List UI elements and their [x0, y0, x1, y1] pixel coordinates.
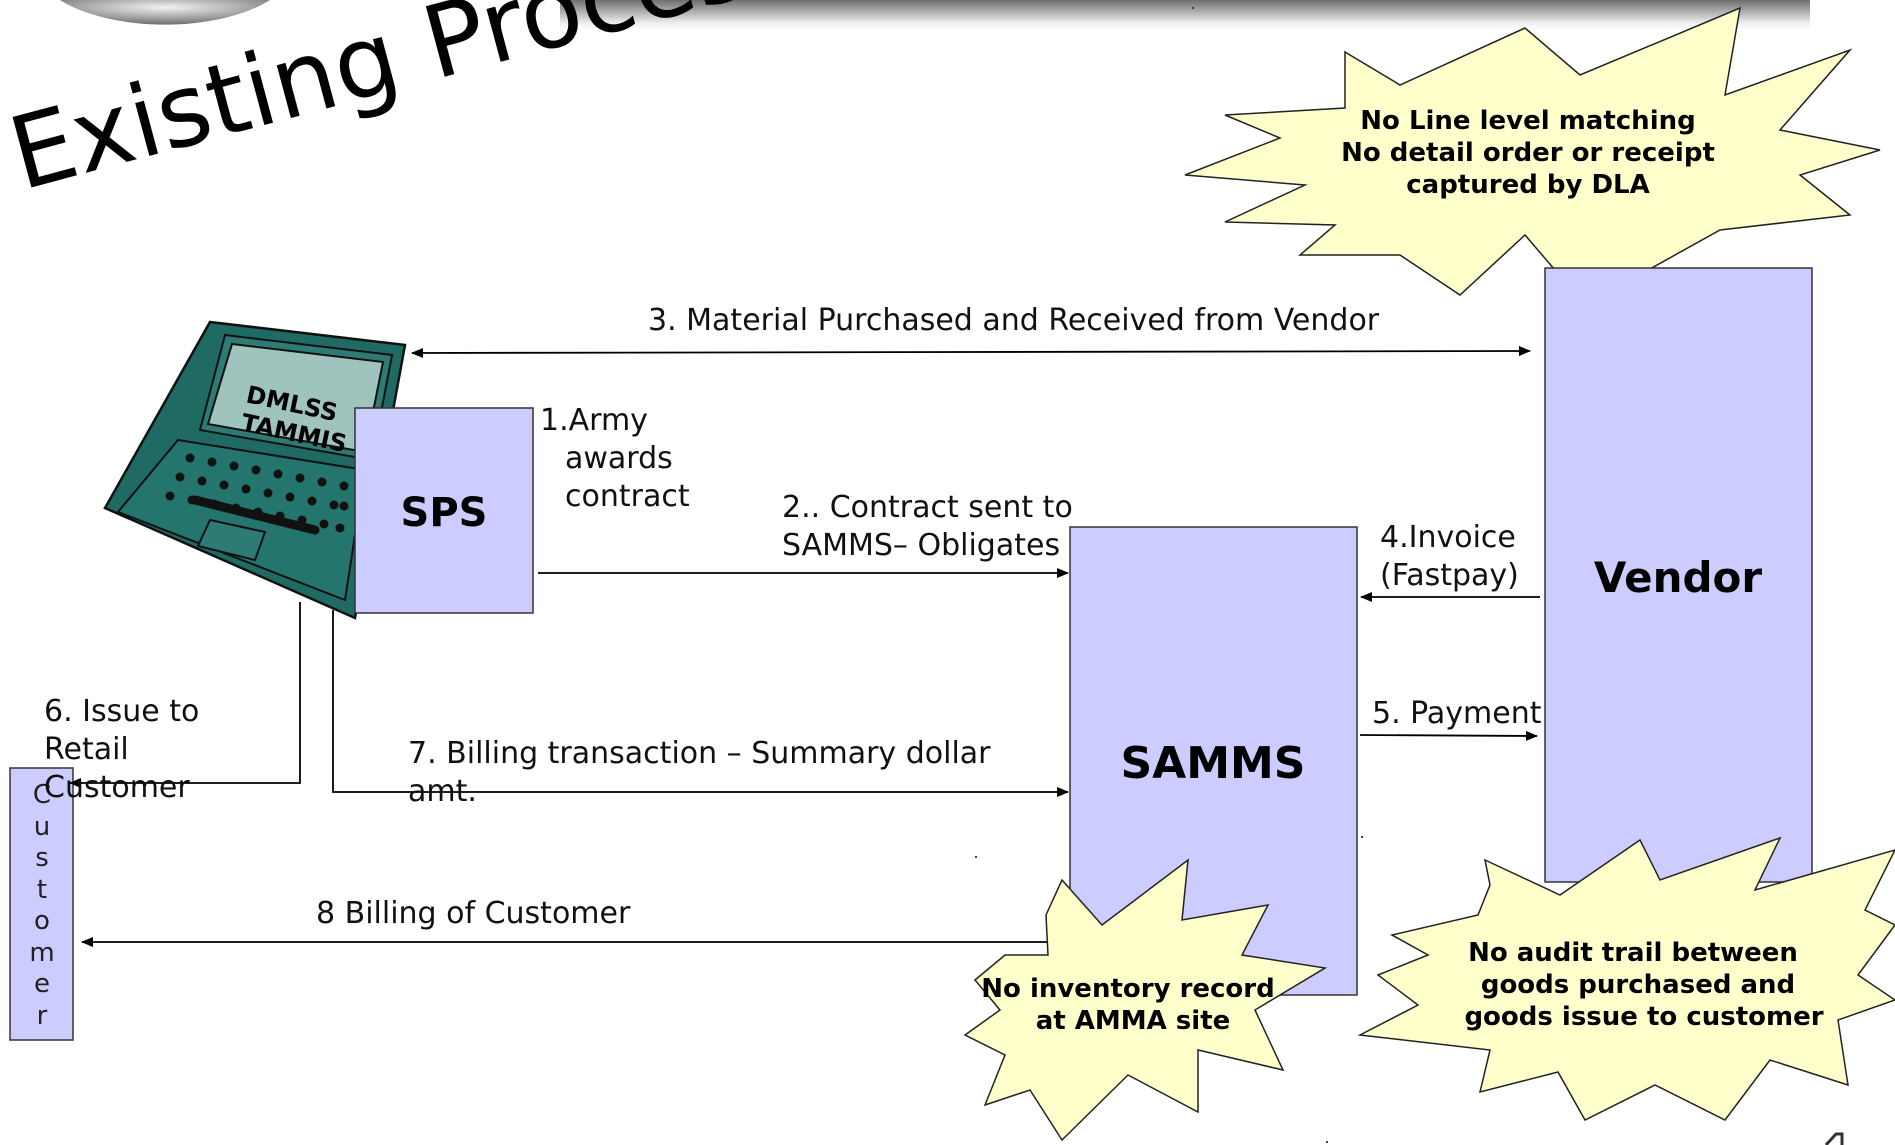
customer-letter: C	[33, 780, 51, 810]
sps-box: SPS	[354, 407, 534, 614]
step-6-label-line2: Retail	[44, 732, 129, 767]
note-line-1: No Line level matching	[1360, 106, 1695, 136]
burst-shape	[1357, 836, 1895, 1121]
customer-letter: t	[37, 875, 47, 905]
sps-label: SPS	[401, 490, 488, 536]
note-line-1: No audit trail between	[1468, 938, 1798, 968]
laptop-icon: DMLSS TAMMIS	[103, 320, 407, 620]
step-6-label-line3: Customer	[44, 770, 190, 805]
page-title: Existing Process	[0, 0, 808, 213]
customer-letter: u	[34, 812, 50, 842]
step-5-label: 5. Payment	[1372, 696, 1542, 731]
decorative-specks	[975, 7, 1844, 1145]
arrow-step-5	[1359, 730, 1538, 741]
step-2-label-line2: SAMMS– Obligates	[782, 528, 1060, 563]
step-2-label-line1: 2.. Contract sent to	[782, 490, 1073, 525]
note-line-3: goods issue to customer	[1464, 1002, 1823, 1032]
step-7-label-line1: 7. Billing transaction – Summary dollar	[408, 736, 991, 771]
step-4-label-line1: 4.Invoice	[1380, 520, 1516, 555]
note-line-2: No detail order or receipt	[1341, 138, 1715, 168]
samms-label: SAMMS	[1120, 738, 1305, 789]
step-7-label-line2: amt.	[408, 774, 477, 809]
burst-shape	[963, 858, 1328, 1142]
arrow-step-6	[69, 602, 301, 788]
note-inventory-record: No inventory record at AMMA site	[963, 858, 1328, 1142]
step-6-label-line1: 6. Issue to	[44, 694, 199, 729]
step-1-label-line3: contract	[565, 479, 690, 514]
note-audit-trail: No audit trail between goods purchased a…	[1357, 836, 1895, 1121]
step-4-label-line2: (Fastpay)	[1380, 558, 1519, 593]
step-1-label-line2: awards	[565, 441, 673, 476]
customer-letter: o	[34, 906, 50, 936]
customer-letter: s	[35, 843, 49, 873]
note-line-2: at AMMA site	[1036, 1006, 1231, 1036]
note-line-level-matching: No Line level matching No detail order o…	[1184, 6, 1881, 306]
page-number-fragment	[1824, 1132, 1844, 1145]
note-line-1: No inventory record	[981, 974, 1274, 1004]
note-line-3: captured by DLA	[1406, 170, 1650, 200]
step-8-label: 8 Billing of Customer	[316, 896, 631, 931]
step-3-label: 3. Material Purchased and Received from …	[648, 303, 1380, 338]
header-banner	[60, 0, 1810, 32]
arrow-step-7	[332, 610, 1069, 797]
step-1-label-line1: 1.Army	[540, 403, 648, 438]
logo-emblem	[60, 0, 270, 25]
customer-letter: m	[29, 938, 54, 968]
note-line-2: goods purchased and	[1481, 970, 1795, 1000]
customer-letter: r	[37, 1001, 48, 1031]
customer-letter: e	[34, 969, 50, 999]
arrow-step-3	[411, 346, 1531, 358]
customer-box: C u s t o m e r	[9, 767, 74, 1041]
vendor-box: Vendor	[1544, 267, 1813, 883]
vendor-label: Vendor	[1594, 553, 1763, 602]
